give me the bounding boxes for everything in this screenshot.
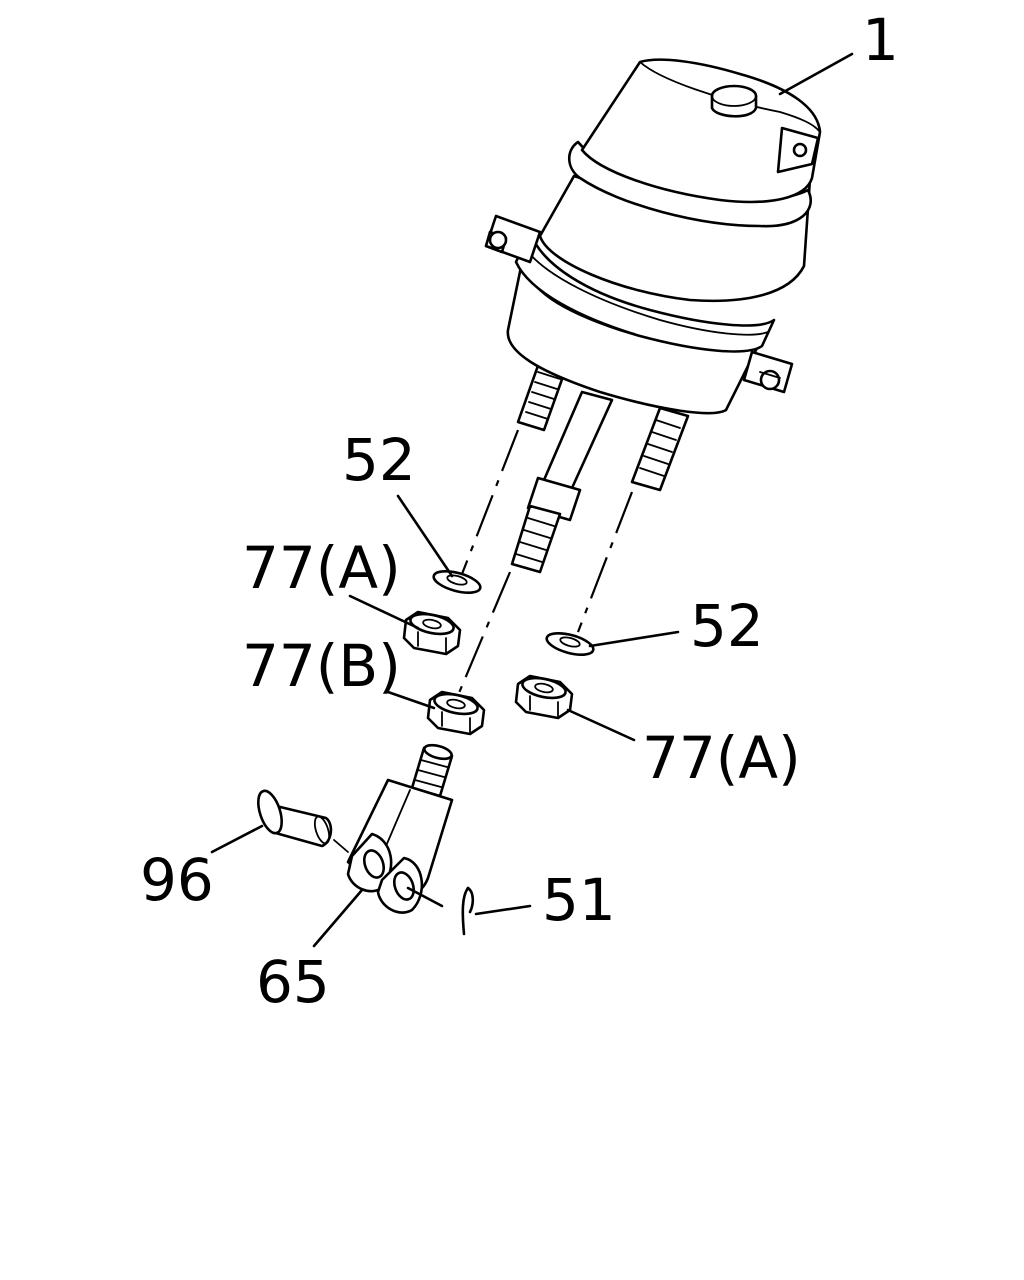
brake-chamber-drawing — [484, 58, 822, 574]
nut-77a-left — [402, 610, 462, 656]
push-rod — [510, 390, 614, 574]
callout-96: 96 — [140, 846, 214, 914]
callout-1: 1 — [862, 6, 899, 74]
clevis-pin-96 — [257, 789, 349, 853]
callout-51: 51 — [542, 866, 616, 934]
callout-52-upper: 52 — [342, 426, 416, 494]
callout-labels: 1 52 77(A) 52 77(B) 77(A) 96 51 65 — [140, 6, 899, 1016]
callout-77a-right: 77(A) — [642, 724, 801, 792]
callout-65: 65 — [256, 948, 330, 1016]
callout-52-lower: 52 — [690, 592, 764, 660]
center-lines — [454, 429, 634, 701]
nut-77a-right — [514, 674, 574, 720]
nut-77b — [426, 690, 486, 736]
cotter-pin-51 — [461, 886, 475, 936]
callout-77b: 77(B) — [242, 632, 401, 700]
callout-77a-left: 77(A) — [242, 534, 401, 602]
washer-52-lower — [545, 632, 595, 656]
washer-52-upper — [432, 570, 482, 594]
leader-lines — [210, 52, 854, 948]
clevis-65 — [346, 743, 454, 914]
stud-right — [630, 406, 690, 492]
